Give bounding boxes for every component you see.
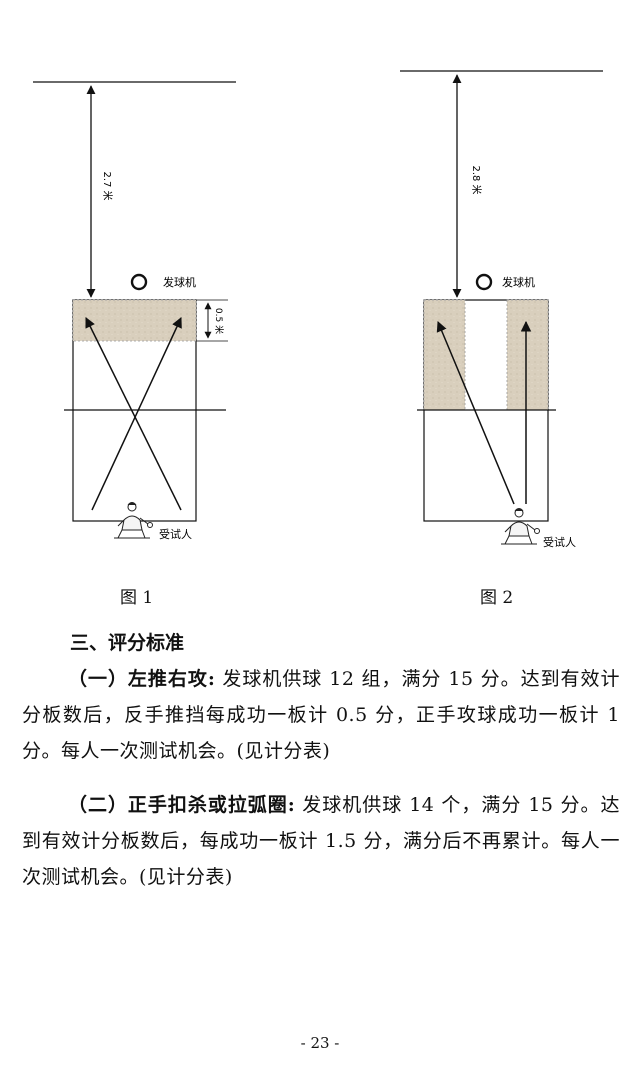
paragraph-1: （一）左推右攻: 发球机供球 12 组，满分 15 分。达到有效计分板数后，反手… [22,661,620,769]
receiver-player-icon [114,502,153,539]
trajectory-arrow [85,317,182,511]
figure-2: 2.8 米 发球机 受试人 [400,70,603,549]
figure-2-caption: 图 2 [480,588,514,608]
figure-1-caption: 图 1 [120,588,154,608]
trajectory-arrow [436,321,515,505]
figure-1: 2.7 米 发球机 0.5 米 受试人 [33,81,236,541]
receiver-label: 受试人 [159,528,192,541]
paragraph-2-lead: （二）正手扣杀或拉弧圈: [68,794,296,816]
receiver-label: 受试人 [543,536,576,549]
paragraph-1-lead: （一）左推右攻: [68,668,216,690]
machine-label: 发球机 [163,275,196,289]
ball-machine-icon [475,273,493,291]
paragraph-1-body: 发球机供球 12 组，满分 15 分。达到有效计分板数后，反手推挡每成功一板计 … [22,668,620,762]
receiver-player-icon [501,508,540,545]
distance-label: 2.8 米 [470,165,483,194]
section-heading: 三、评分标准 [70,632,185,654]
paragraph-2-body: 发球机供球 14 个，满分 15 分。达到有效计分板数后，每成功一板计 1.5 … [22,794,620,888]
target-zone-left [423,299,466,411]
machine-label: 发球机 [502,275,535,289]
distance-label: 2.7 米 [101,171,114,200]
page-number: - 23 - [300,1034,340,1052]
zone-label: 0.5 米 [213,308,225,334]
paragraph-2: （二）正手扣杀或拉弧圈: 发球机供球 14 个，满分 15 分。达到有效计分板数… [22,787,620,895]
target-zone-right [506,299,549,411]
target-zone [72,299,197,342]
trajectory-arrow [91,317,182,511]
ball-machine-icon [130,273,148,291]
figures-canvas: 2.7 米 发球机 0.5 米 受试人 2.8 米 发球机 [33,70,603,549]
